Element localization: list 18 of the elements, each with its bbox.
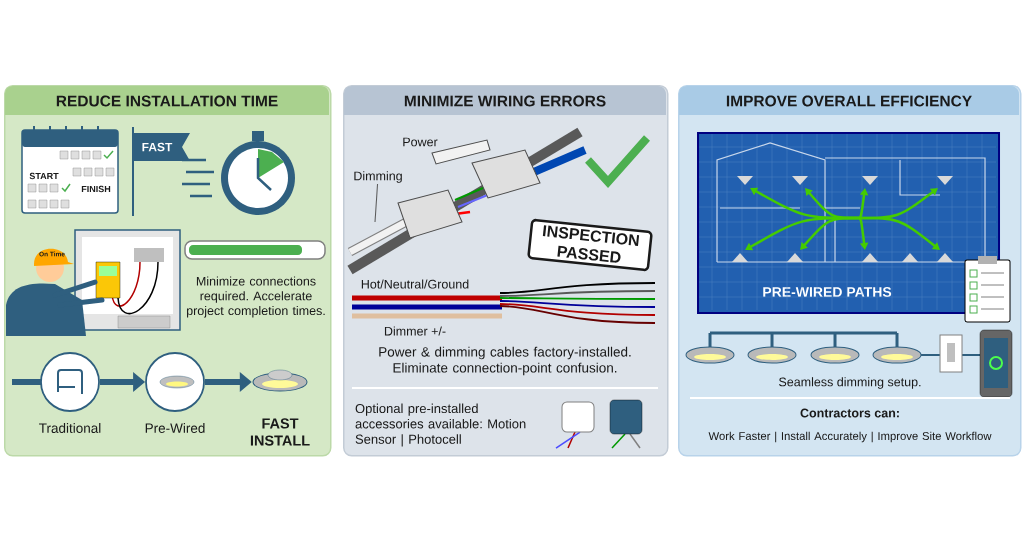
body-text: Seamless dimming setup.	[779, 377, 921, 389]
body-text: Optional pre-installed accessories available: Motion Sensor | Photocell	[355, 403, 526, 447]
inspection-stamp: INSPECTION PASSED	[527, 218, 653, 272]
body-text: Power & dimming cables factory-installed. Eliminate connection-point confusion.	[379, 346, 631, 376]
callout-label: Power	[403, 137, 438, 147]
body-text: Minimize connections required. Accelerate project completion times.	[187, 276, 325, 318]
step-label: Traditional	[39, 423, 101, 433]
calendar-label: START	[29, 172, 59, 180]
body-heading: Contractors can:	[800, 408, 899, 418]
body-text: Work Faster | Install Accurately | Improve Site Workflow	[708, 431, 992, 443]
leader-line	[374, 183, 379, 223]
flag-label: FAST	[142, 142, 173, 152]
step-label: Pre-Wired	[145, 423, 205, 433]
calendar-label: FINISH	[81, 185, 111, 193]
wire-label: Dimmer +/-	[384, 326, 446, 336]
wire-label: Hot/Neutral/Ground	[361, 279, 469, 289]
step-label: FAST INSTALL	[250, 418, 310, 446]
callout-label: Dimming	[354, 171, 402, 183]
